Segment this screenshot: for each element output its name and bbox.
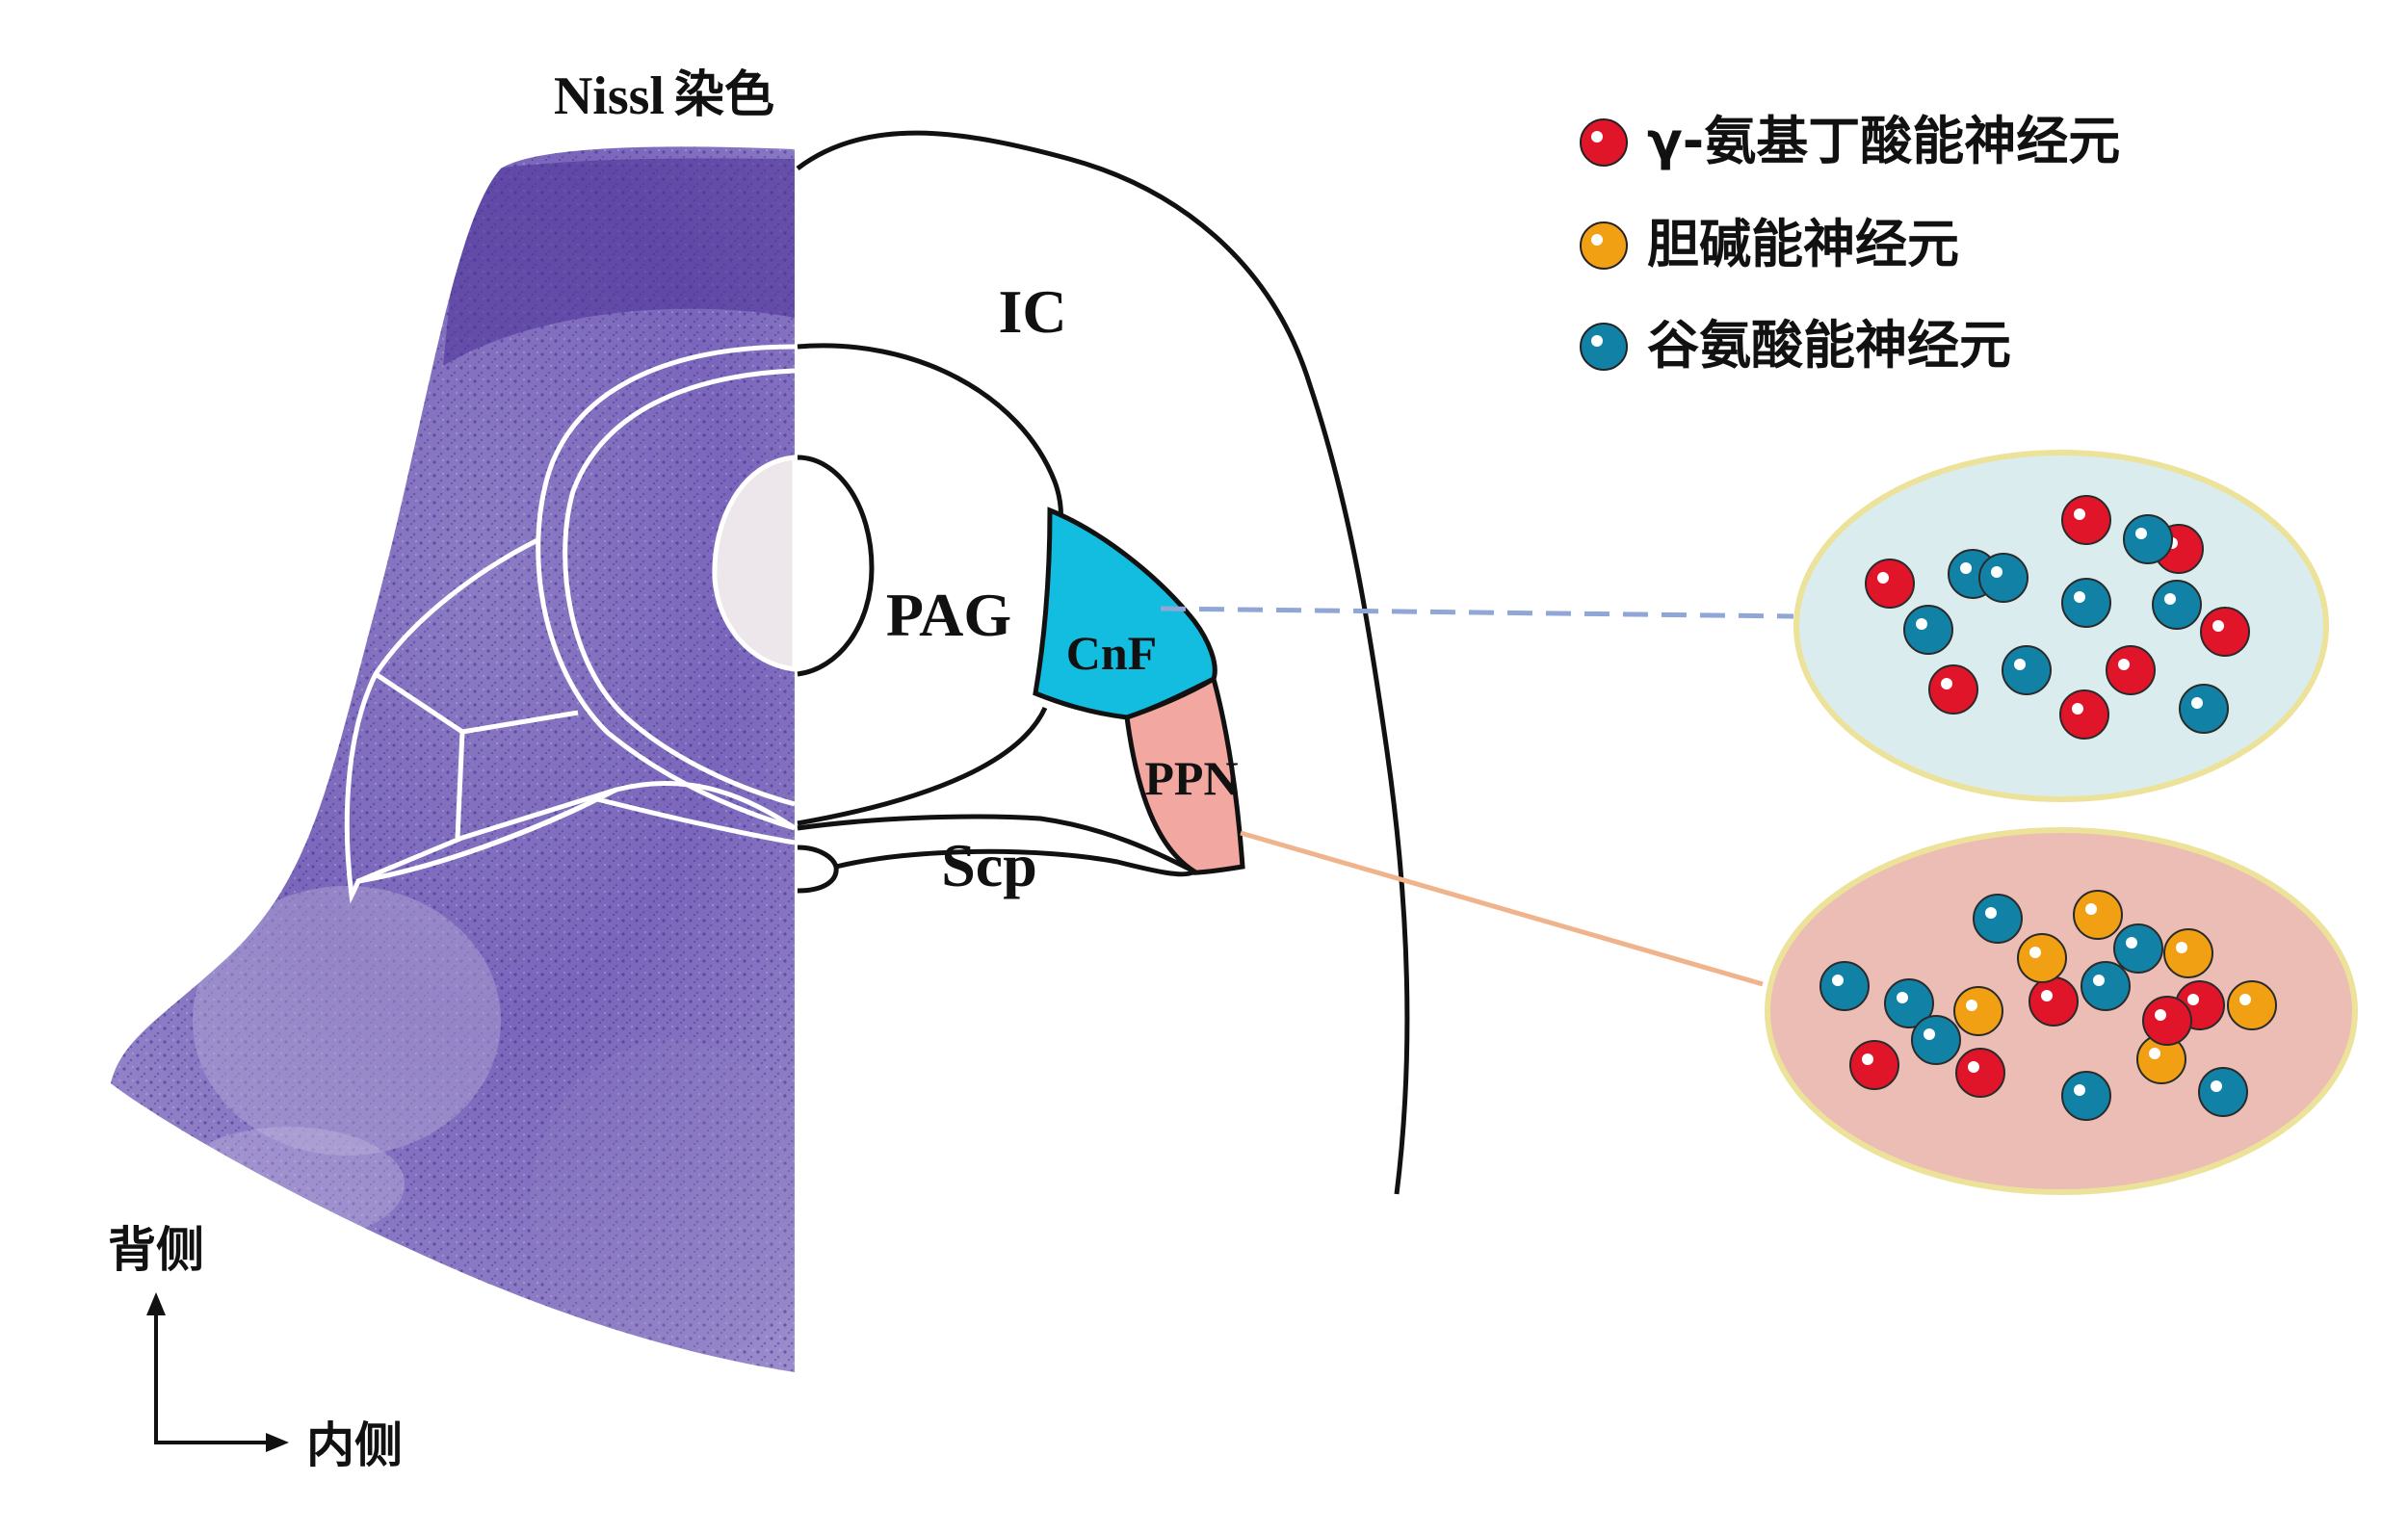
gaba-neuron-dot-highlight	[2118, 659, 2130, 670]
gaba-neuron-dot-highlight	[1968, 1061, 1979, 1073]
glutamate-neuron-dot-highlight	[1897, 992, 1908, 1003]
nissl-stain-image	[111, 146, 798, 1372]
cnf-region	[1033, 507, 1217, 720]
ic-label: IC	[998, 277, 1066, 346]
glutamate-neuron-dot	[2061, 1071, 2111, 1121]
gaba-neuron-dot	[2106, 645, 2156, 695]
glutamate-neuron-dot	[2113, 923, 2163, 974]
cnf-connector	[1160, 606, 1794, 619]
glutamate-neuron-dot	[2198, 1067, 2248, 1117]
gaba-neuron-dot	[2061, 495, 2111, 545]
glutamate-neuron-dot	[2179, 684, 2229, 734]
pag-label: PAG	[886, 581, 1011, 649]
glutamate-neuron-dot-highlight	[1985, 907, 1997, 919]
dorsal-arrow-icon	[146, 1292, 166, 1315]
cholinergic-neuron-dot	[2163, 928, 2213, 978]
gaba-neuron-dot-highlight	[2072, 703, 2083, 715]
cnf-label: CnF	[1066, 626, 1157, 680]
ppn-connector	[1240, 830, 1764, 987]
gaba-neuron-dot	[1865, 559, 1915, 609]
orientation-axes: 背侧 内侧	[108, 1222, 403, 1473]
gaba-neuron-dot-highlight	[2041, 990, 2053, 1001]
orange-neuron-dot-highlight	[1591, 234, 1603, 246]
scp-label: Scp	[941, 831, 1037, 899]
glutamate-neuron-dot-highlight	[2191, 697, 2203, 709]
cholinergic-neuron-dot	[2073, 890, 2123, 940]
glutamate-neuron-dot-highlight	[2014, 659, 2026, 670]
cholinergic-neuron-dot-highlight	[2029, 947, 2041, 958]
glutamate-neuron-dot	[2123, 514, 2173, 564]
cholinergic-neuron-dot-highlight	[2149, 1048, 2160, 1059]
glutamate-neuron-dot	[1911, 1015, 1961, 1065]
cholinergic-neuron-dot	[2227, 980, 2277, 1030]
gaba-neuron-dot-highlight	[2074, 508, 2085, 520]
gaba-neuron-dot	[2059, 689, 2109, 740]
glutamate-neuron-dot	[2002, 645, 2052, 695]
legend-label-glutamate: 谷氨酸能神经元	[1647, 315, 2011, 376]
glutamate-neuron-dot	[2152, 580, 2202, 630]
gaba-neuron-dot-highlight	[1941, 678, 1952, 689]
cholinergic-neuron-dot	[1953, 986, 2003, 1036]
glutamate-neuron-dot	[1884, 978, 1934, 1028]
glutamate-neuron-dot	[1973, 894, 2023, 944]
legend-item-gaba: γ-氨基丁酸能神经元	[1580, 111, 2120, 171]
glutamate-neuron-dot-highlight	[2164, 593, 2176, 605]
red-neuron-dot-highlight	[1591, 131, 1603, 143]
glutamate-neuron-dot-highlight	[2074, 1084, 2085, 1096]
glutamate-neuron-dot-highlight	[2093, 975, 2105, 986]
glutamate-neuron-dot-highlight	[2074, 591, 2085, 603]
gaba-neuron-dot-highlight	[1877, 572, 1889, 584]
cholinergic-neuron-dot-highlight	[2239, 994, 2251, 1005]
ppn-label: PPN	[1144, 751, 1238, 805]
gaba-neuron-dot-highlight	[1862, 1053, 1873, 1065]
cnf-neuron-dots	[1865, 495, 2250, 740]
gaba-neuron-dot-highlight	[2155, 1009, 2166, 1021]
gaba-neuron-dot	[2142, 996, 2192, 1046]
orange-neuron-dot-icon	[1580, 221, 1628, 270]
dorsal-label: 背侧	[108, 1222, 204, 1278]
blue-neuron-dot-highlight	[1591, 335, 1603, 347]
glutamate-neuron-dot-highlight	[2126, 937, 2137, 949]
medial-arrow-icon	[266, 1433, 289, 1452]
glutamate-neuron-dot-highlight	[1991, 566, 2002, 578]
legend-label-gaba: γ-氨基丁酸能神经元	[1647, 111, 2120, 171]
glutamate-neuron-dot	[1978, 553, 2028, 603]
gaba-neuron-dot	[2200, 607, 2250, 657]
gaba-neuron-dot	[1849, 1040, 1899, 1090]
gaba-neuron-dot	[1955, 1048, 2005, 1098]
glutamate-neuron-dot	[1819, 961, 1870, 1011]
glutamate-neuron-dot-highlight	[1924, 1028, 1935, 1040]
glutamate-neuron-dot	[2061, 578, 2111, 628]
ppn-neuron-dots	[1819, 890, 2277, 1121]
glutamate-neuron-dot	[2081, 961, 2131, 1011]
gaba-neuron-dot-highlight	[2187, 994, 2199, 1005]
page-title: Nissl 染色	[554, 66, 774, 126]
gaba-neuron-dot-highlight	[2212, 620, 2224, 632]
title-nissl: Nissl	[554, 66, 665, 126]
title-stain: 染色	[674, 66, 774, 124]
cholinergic-neuron-dot-highlight	[2085, 903, 2097, 915]
ppn-region	[1124, 675, 1245, 875]
glutamate-neuron-dot-highlight	[1960, 562, 1972, 574]
cholinergic-neuron-dot	[2017, 933, 2067, 983]
glutamate-neuron-dot-highlight	[2135, 528, 2147, 539]
cholinergic-neuron-dot-highlight	[2176, 942, 2187, 953]
red-neuron-dot-icon	[1580, 118, 1628, 167]
blue-neuron-dot-icon	[1580, 323, 1628, 371]
schematic-outline	[796, 130, 1410, 1195]
gaba-neuron-dot	[1928, 664, 1978, 715]
glutamate-neuron-dot-highlight	[1916, 618, 1927, 630]
glutamate-neuron-dot	[1903, 605, 1953, 655]
legend-label-cholinergic: 胆碱能神经元	[1647, 214, 1959, 274]
medial-label: 内侧	[306, 1417, 403, 1473]
glutamate-neuron-dot-highlight	[2211, 1080, 2222, 1092]
legend-item-glutamate: 谷氨酸能神经元	[1580, 315, 2011, 376]
cholinergic-neuron-dot-highlight	[1966, 1000, 1977, 1011]
glutamate-neuron-dot-highlight	[1832, 975, 1844, 986]
legend: γ-氨基丁酸能神经元 胆碱能神经元 谷氨酸能神经元	[1580, 111, 2120, 376]
gaba-neuron-dot	[2028, 976, 2079, 1027]
legend-item-cholinergic: 胆碱能神经元	[1580, 214, 1959, 274]
